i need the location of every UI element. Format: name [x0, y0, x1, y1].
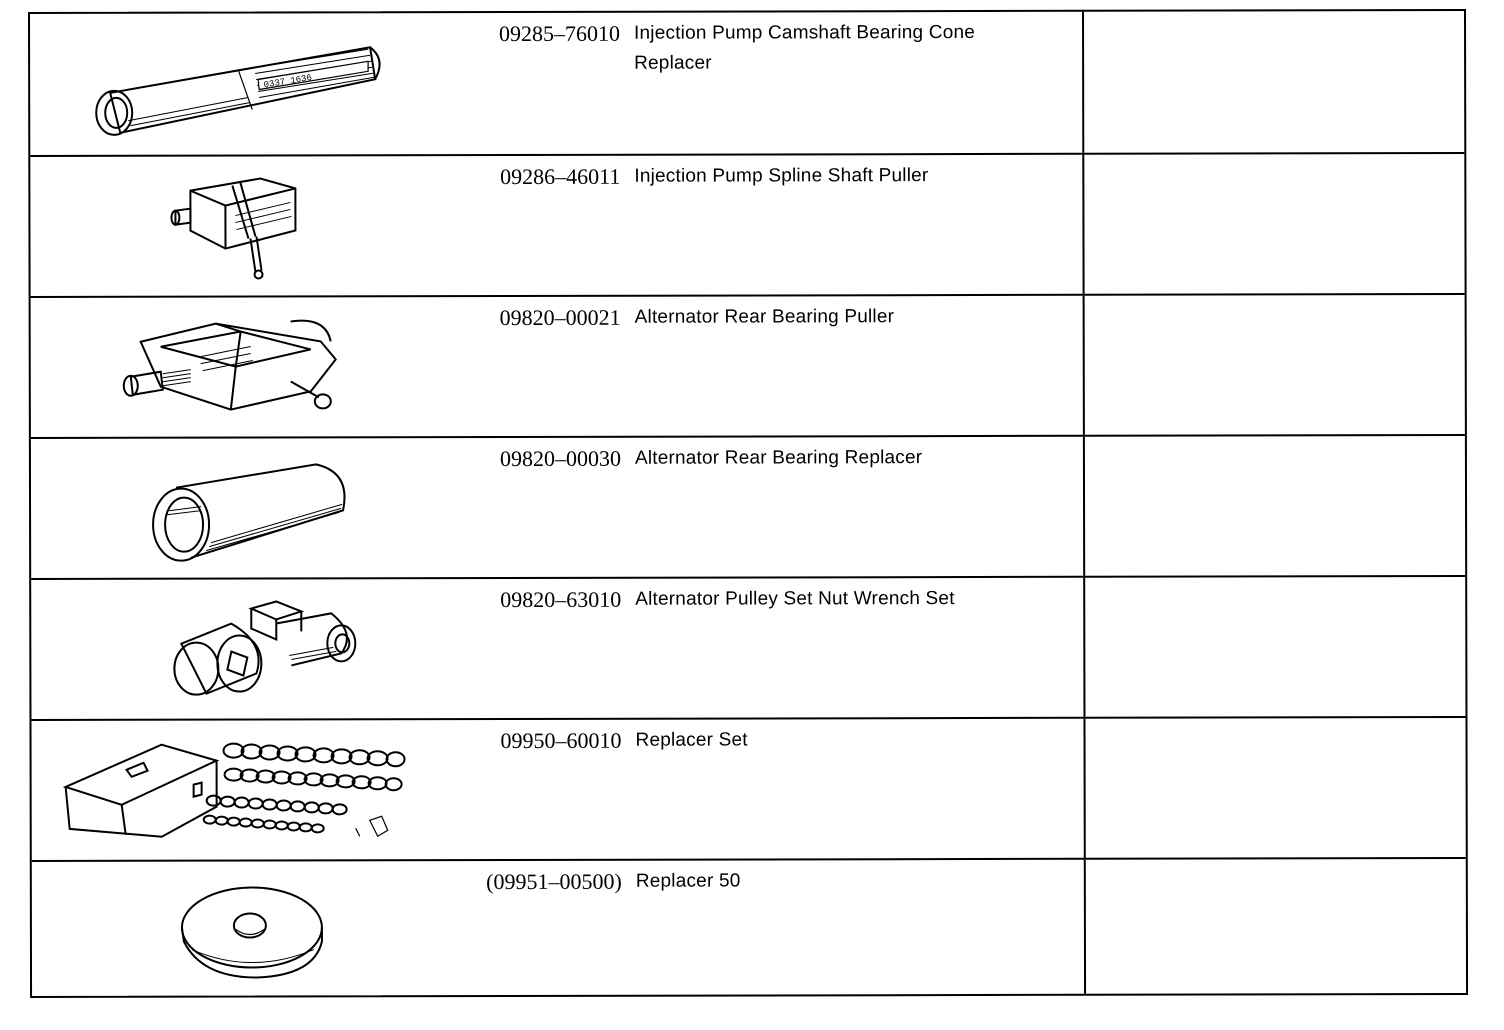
replacer-set-case-icon: [51, 724, 431, 855]
spline-shaft-puller-icon: [50, 160, 430, 291]
part-number: 09820–00021: [499, 304, 621, 331]
notes-cell: [1088, 859, 1466, 994]
tool-row: 09820–00021 Alternator Rear Bearing Pull…: [30, 292, 1465, 437]
tool-description: Injection Pump Spline Shaft Puller: [634, 165, 929, 187]
part-number: 09820–00030: [499, 445, 621, 472]
part-number: 09285–76010: [499, 20, 621, 47]
notes-cell: [1086, 154, 1464, 294]
column-divider: [1083, 718, 1086, 858]
part-number: 09950–60010: [500, 727, 622, 754]
tool-row: 09286–46011 Injection Pump Spline Shaft …: [30, 151, 1465, 296]
tool-description: Replacer Set: [635, 729, 748, 751]
column-divider: [1083, 859, 1087, 994]
tool-description: Alternator Rear Bearing Replacer: [634, 447, 923, 469]
notes-cell: [1086, 11, 1464, 153]
tool-row: 0337 1636 09285–76010 Injection Pump Cam…: [30, 11, 1464, 155]
bearing-puller-icon: [51, 301, 431, 432]
tool-description: Replacer 50: [635, 870, 741, 892]
column-divider: [1082, 295, 1085, 435]
column-divider: [1082, 11, 1085, 153]
tool-row: 09820–00030 Alternator Rear Bearing Repl…: [30, 433, 1466, 578]
tool-description: Alternator Pulley Set Nut Wrench Set: [635, 588, 955, 610]
cone-replacer-tube-icon: 0337 1636: [50, 17, 430, 148]
tool-description: Alternator Rear Bearing Puller: [634, 306, 895, 328]
part-number: 09286–46011: [500, 163, 621, 190]
tool-row: 09950–60010 Replacer Set: [31, 715, 1466, 860]
tool-row: (09951–00500) Replacer 50: [31, 856, 1467, 996]
column-divider: [1083, 577, 1086, 717]
part-number: (09951–00500): [486, 868, 622, 895]
bearing-replacer-sleeve-icon: [51, 442, 431, 573]
part-number: 09820–63010: [500, 586, 622, 613]
column-divider: [1082, 154, 1085, 294]
notes-cell: [1087, 436, 1465, 576]
notes-cell: [1087, 577, 1465, 717]
tool-row: 09820–63010 Alternator Pulley Set Nut Wr…: [31, 574, 1466, 719]
notes-cell: [1087, 718, 1465, 858]
special-service-tools-table: 0337 1636 09285–76010 Injection Pump Cam…: [28, 8, 1469, 998]
notes-cell: [1087, 295, 1465, 435]
replacer-disc-icon: [52, 865, 432, 996]
tool-description: Injection Pump Camshaft Bearing Cone Rep…: [634, 22, 976, 74]
nut-wrench-set-icon: [51, 583, 431, 714]
column-divider: [1082, 436, 1086, 576]
